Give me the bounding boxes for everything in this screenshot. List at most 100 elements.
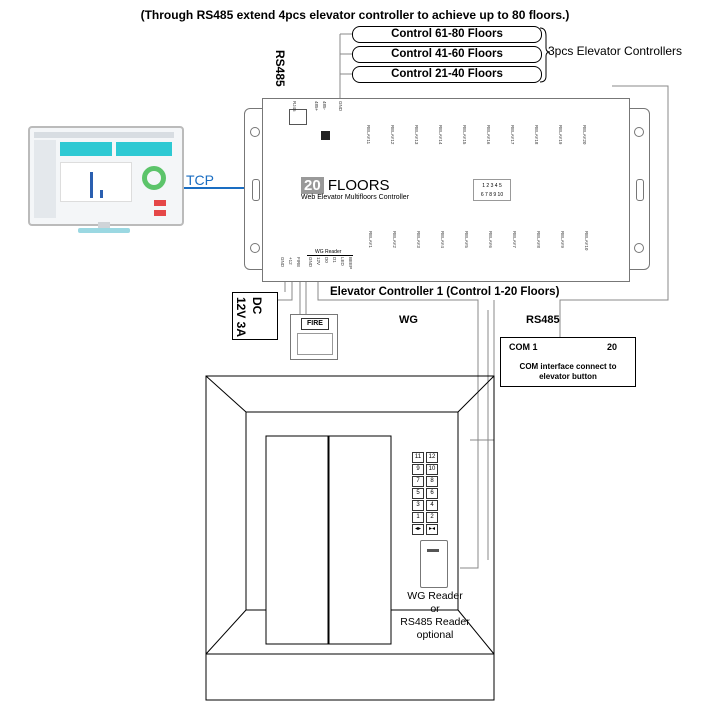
- relay-label: RELAY6: [488, 231, 493, 248]
- terminal-label: BEEP: [348, 257, 353, 270]
- wg-reader-terminal-label: WG Reader: [315, 249, 342, 255]
- rj45-label: RJ45: [292, 101, 297, 112]
- monitor-neck: [98, 222, 110, 228]
- relay-label: RELAY10: [584, 231, 589, 251]
- terminal-label: D1: [332, 257, 337, 263]
- button-wire: [470, 300, 495, 560]
- card-reader: [420, 540, 448, 588]
- dashboard-donut: [142, 166, 166, 190]
- wg-bracket: [307, 255, 353, 256]
- floors-title: 20 FLOORS: [301, 177, 390, 194]
- pc-monitor: [28, 126, 184, 234]
- relay-label: RELAY11: [366, 125, 371, 145]
- brace-shape: [539, 27, 551, 83]
- monitor-stand: [78, 228, 130, 233]
- door-close-button[interactable]: ▸◂: [426, 524, 438, 535]
- relay-label: RELAY2: [392, 231, 397, 248]
- floor-button[interactable]: 7: [412, 476, 424, 487]
- dashboard-tile-2: [116, 142, 172, 156]
- relay-label: RELAY8: [536, 231, 541, 248]
- controller-subtitle: Web Elevator Multifloors Controller: [301, 194, 410, 201]
- reader-line3: RS485 Reader: [400, 616, 470, 628]
- relay-label: RELAY4: [440, 231, 445, 248]
- reader-line2: or: [430, 603, 440, 615]
- controller-ear-right: [628, 108, 650, 270]
- fire-glass-icon: [297, 333, 333, 355]
- terminal-label: +12: [288, 257, 293, 265]
- com-left-label: COM 1: [509, 342, 538, 352]
- header-note: (Through RS485 extend 4pcs elevator cont…: [140, 8, 570, 22]
- connector-icon: [321, 131, 330, 140]
- relay-label: RELAY16: [486, 125, 491, 145]
- reader-line1: WG Reader: [407, 590, 463, 602]
- terminal-485minus: 485-: [322, 101, 327, 111]
- com-right-label: 20: [607, 342, 618, 352]
- rs485-label: RS485: [526, 314, 560, 326]
- dip-row-2: 6 7 8 9 10: [480, 192, 504, 198]
- terminal-gnd-top: GND: [338, 101, 343, 111]
- floor-button[interactable]: 6: [426, 488, 438, 499]
- wg-label: WG: [399, 314, 418, 326]
- power-supply-box: DC 12V 3A: [232, 292, 278, 340]
- floor-button[interactable]: 11: [412, 452, 424, 463]
- dashboard-tile-1: [60, 142, 112, 156]
- relay-label: RELAY17: [510, 125, 515, 145]
- relay-label: RELAY1: [368, 231, 373, 248]
- dip-row-1: 1 2 3 4 5: [482, 183, 502, 189]
- extension-controller-21-40: Control 21-40 Floors: [352, 66, 542, 83]
- elevator-floor: [205, 654, 495, 701]
- floor-button[interactable]: 2: [426, 512, 438, 523]
- floor-button[interactable]: 4: [426, 500, 438, 511]
- terminal-label: GND: [308, 257, 313, 267]
- com-note-line1: COM interface connect to: [519, 362, 617, 371]
- com-note: COM interface connect to elevator button: [501, 362, 635, 382]
- dashboard-chart: [60, 162, 132, 202]
- com-interface-box: COM 1 20 COM interface connect to elevat…: [500, 337, 636, 387]
- terminal-label: FIRE: [296, 257, 301, 268]
- elevator-perspective-lines: [205, 375, 495, 655]
- controller-caption: Elevator Controller 1 (Control 1-20 Floo…: [330, 286, 560, 298]
- relay-label: RELAY15: [462, 125, 467, 145]
- floor-button[interactable]: 1: [412, 512, 424, 523]
- floor-button[interactable]: 3: [412, 500, 424, 511]
- door-open-button[interactable]: ◂▸: [412, 524, 424, 535]
- terminal-485plus: 485+: [314, 101, 319, 112]
- relay-label: RELAY13: [414, 125, 419, 145]
- relay-label: RELAY3: [416, 231, 421, 248]
- elevator-door-right: [328, 435, 392, 645]
- floor-button[interactable]: 8: [426, 476, 438, 487]
- relay-label: RELAY12: [390, 125, 395, 145]
- elevator-door-left: [265, 435, 329, 645]
- fire-alarm-button: FIRE: [290, 314, 338, 360]
- reader-line4: optional: [416, 629, 454, 641]
- floor-button[interactable]: 10: [426, 464, 438, 475]
- floor-button[interactable]: 9: [412, 464, 424, 475]
- elevator-controller-board: RJ45 485+ 485- GND RELAY11 RELAY12 RELAY…: [262, 98, 630, 282]
- terminal-label: 12V: [316, 257, 321, 266]
- extension-controllers-label: 3pcs Elevator Controllers: [548, 44, 683, 58]
- terminal-label: GND: [280, 257, 285, 267]
- relay-label: RELAY14: [438, 125, 443, 145]
- elevator-button-panel: 11 12 9 10 7 8 5 6 3 4 1 2 ◂▸ ▸◂: [412, 450, 460, 540]
- extension-controller-41-60: Control 41-60 Floors: [352, 46, 542, 63]
- relay-label: RELAY5: [464, 231, 469, 248]
- reader-label: WG Reader or RS485 Reader optional: [395, 590, 475, 642]
- terminal-label: D0: [324, 257, 329, 263]
- power-rating-label: 12V 3A: [234, 297, 248, 338]
- dip-switch: 1 2 3 4 5 6 7 8 9 10: [473, 179, 511, 201]
- reader-logo-icon: [427, 549, 439, 552]
- rj45-port: [289, 109, 307, 125]
- relay-label: RELAY18: [534, 125, 539, 145]
- monitor-screen: [28, 126, 184, 226]
- relay-label: RELAY7: [512, 231, 517, 248]
- tcp-label: TCP: [186, 172, 214, 188]
- com-note-line2: elevator button: [539, 372, 597, 381]
- power-dc-label: DC: [250, 297, 264, 315]
- rs485-com-wire: [559, 85, 669, 337]
- wg-wire: [317, 270, 479, 569]
- relay-label: RELAY19: [558, 125, 563, 145]
- extension-controller-61-80: Control 61-80 Floors: [352, 26, 542, 43]
- fire-label: FIRE: [301, 318, 329, 330]
- floor-button[interactable]: 12: [426, 452, 438, 463]
- floor-button[interactable]: 5: [412, 488, 424, 499]
